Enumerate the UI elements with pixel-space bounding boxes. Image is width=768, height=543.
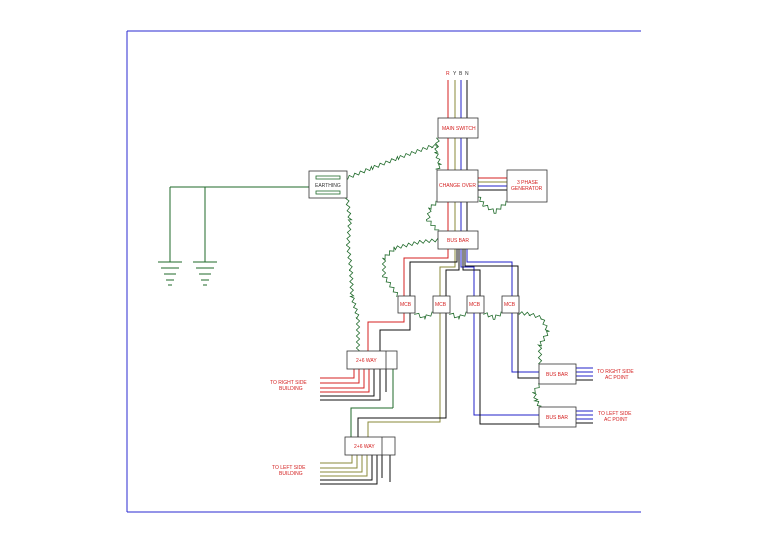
upper-db-label: 2+6 WAY bbox=[356, 358, 377, 364]
right-ac-label-line1: TO RIGHT SIDE bbox=[597, 369, 634, 375]
earth-coil-wire bbox=[434, 137, 442, 170]
right-ac-bus-bar: BUS BAR bbox=[538, 363, 577, 385]
busbar-to-mcb-wires bbox=[403, 249, 519, 296]
change-over: CHANGE OVER bbox=[436, 169, 479, 203]
right-building-label-line1: TO RIGHT SIDE bbox=[270, 380, 307, 386]
mcb-1-label: MCB bbox=[400, 302, 412, 308]
mcb-2: MCB bbox=[432, 295, 451, 314]
generator: 3 PHASE GENERATOR bbox=[506, 169, 548, 203]
lower-db-outgoing-wires bbox=[320, 455, 383, 485]
mcb2-to-lower-db-wires bbox=[357, 313, 447, 482]
drawing-frame bbox=[126, 30, 641, 513]
generator-label-line2: GENERATOR bbox=[511, 186, 543, 192]
main-switch: MAIN SWITCH bbox=[437, 117, 479, 139]
earth-coil-wire bbox=[449, 311, 467, 320]
main-bus-bar: BUS BAR bbox=[437, 230, 479, 250]
phase-r-label: R bbox=[446, 71, 450, 77]
earth-coil-wire bbox=[347, 143, 439, 180]
earth-coil-wire bbox=[532, 382, 542, 407]
earth-coil-wire bbox=[345, 197, 361, 352]
earthing-system: EARTHING bbox=[158, 170, 348, 286]
mcb1-to-upper-db-wires bbox=[350, 313, 411, 437]
main-bus-bar-label: BUS BAR bbox=[447, 238, 469, 244]
earthing-box bbox=[308, 170, 348, 199]
earth-coil-wire bbox=[425, 200, 440, 231]
incoming-supply: R Y B N bbox=[446, 71, 469, 118]
lower-distribution-board: 2+6 WAY bbox=[344, 436, 396, 456]
destination-labels: TO RIGHT SIDE BUILDING TO LEFT SIDE BUIL… bbox=[270, 369, 634, 477]
upper-distribution-board: 2+6 WAY bbox=[346, 350, 398, 370]
mcb-2-label: MCB bbox=[435, 302, 447, 308]
earth-coil-wire bbox=[483, 311, 502, 320]
upper-db-outgoing-wires bbox=[320, 369, 387, 401]
mcb-3-label: MCB bbox=[469, 302, 481, 308]
main-feed-wires bbox=[447, 138, 507, 231]
earthing-label: EARTHING bbox=[315, 183, 341, 189]
change-over-label: CHANGE OVER bbox=[439, 183, 476, 189]
left-building-label-line2: BUILDING bbox=[279, 471, 303, 477]
mcb-4: MCB bbox=[501, 295, 520, 314]
phase-b-label: B bbox=[459, 71, 463, 77]
phase-n-label: N bbox=[465, 71, 469, 77]
left-building-label-line1: TO LEFT SIDE bbox=[272, 465, 306, 471]
mcb-3: MCB bbox=[466, 295, 485, 314]
earth-coil-wire bbox=[414, 311, 433, 320]
main-switch-label: MAIN SWITCH bbox=[442, 126, 476, 132]
earth-electrode-1-icon bbox=[158, 261, 182, 286]
right-building-label-line2: BUILDING bbox=[279, 386, 303, 392]
mcb-1: MCB bbox=[397, 295, 416, 314]
left-ac-bus-bar-label: BUS BAR bbox=[546, 415, 568, 421]
left-ac-label-line1: TO LEFT SIDE bbox=[598, 411, 632, 417]
earth-coil-wire bbox=[476, 196, 507, 214]
lower-db-label: 2+6 WAY bbox=[354, 444, 375, 450]
mcb-to-ac-busbar-wires bbox=[473, 313, 539, 425]
right-ac-label-line2: AC POINT bbox=[605, 375, 629, 381]
earth-coil-wire bbox=[381, 238, 439, 297]
generator-label-line1: 3 PHASE bbox=[517, 180, 539, 186]
earth-coil-wire bbox=[518, 311, 550, 365]
left-ac-label-line2: AC POINT bbox=[604, 417, 628, 423]
phase-y-label: Y bbox=[453, 71, 457, 77]
left-ac-bus-bar: BUS BAR bbox=[538, 406, 577, 428]
earth-electrode-2-icon bbox=[193, 261, 217, 286]
ac-busbar-outgoing-wires bbox=[576, 367, 593, 424]
mcb-4-label: MCB bbox=[504, 302, 516, 308]
earth-coil-wires bbox=[345, 137, 550, 407]
right-ac-bus-bar-label: BUS BAR bbox=[546, 372, 568, 378]
